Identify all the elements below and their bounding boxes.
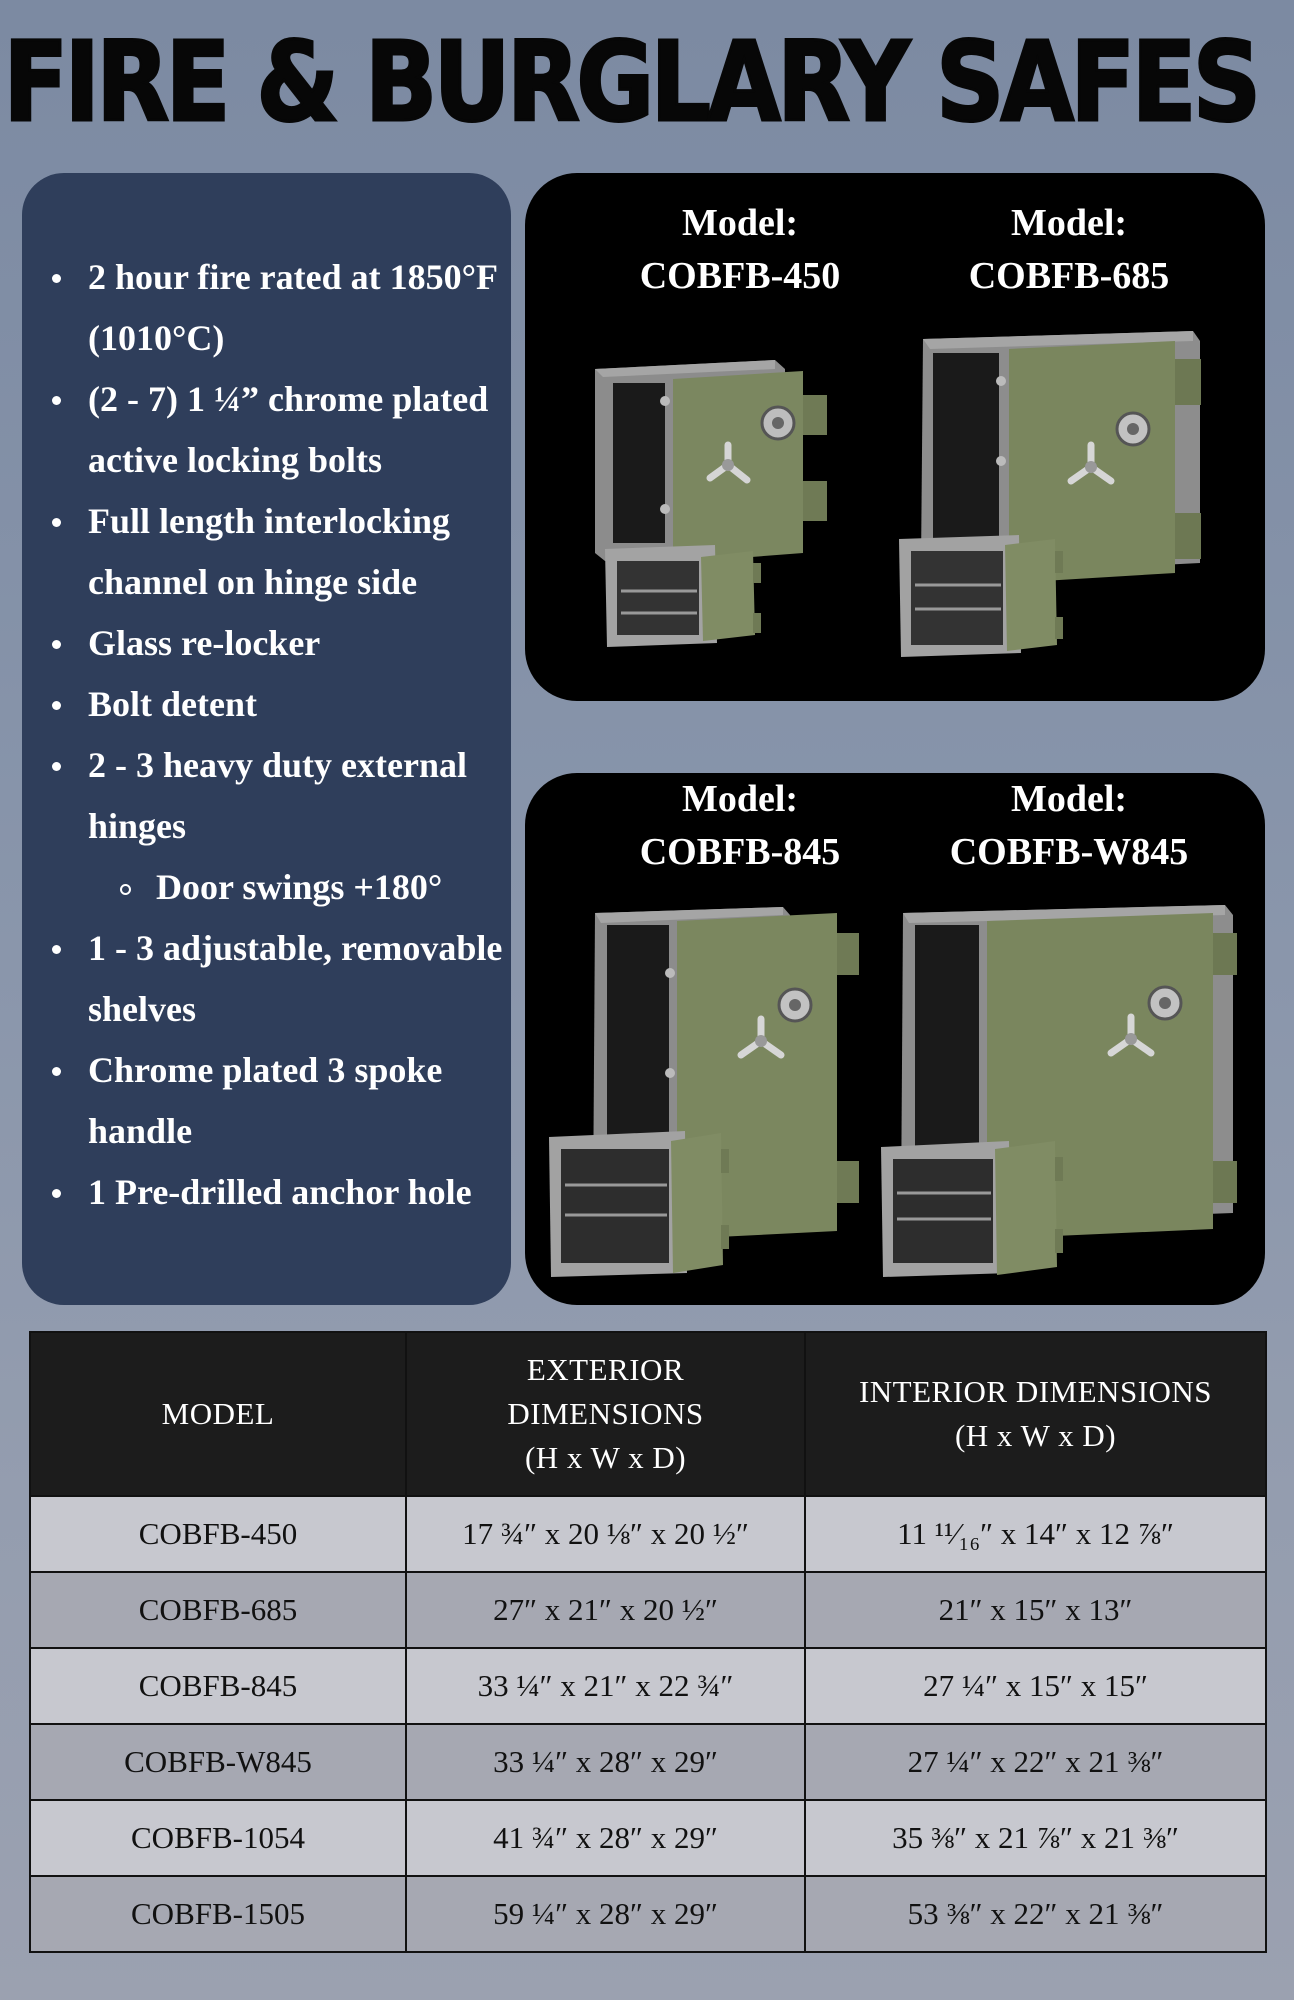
cell-model: COBFB-685 <box>29 1571 407 1649</box>
bullet-icon <box>52 762 61 771</box>
bullet-icon <box>52 274 61 283</box>
table-row: COBFB-1054 41 ¾″ x 28″ x 29″ 35 ⅜″ x 21 … <box>29 1799 1267 1877</box>
feature-item: 1 Pre-drilled anchor hole <box>22 1162 511 1223</box>
bullet-icon <box>52 396 61 405</box>
feature-item: 2 - 3 heavy duty external hinges <box>22 735 511 857</box>
cell-model: COBFB-845 <box>29 1647 407 1725</box>
page-title: FIRE & BURGLARY SAFES <box>2 18 1262 146</box>
safe-cobfb-685-large <box>921 331 1201 583</box>
feature-item: 2 hour fire rated at 1850°F (1010°C) <box>22 247 511 369</box>
feature-item: Chrome plated 3 spoke handle <box>22 1040 511 1162</box>
header-exterior-dimensions: EXTERIOR DIMENSIONS (H x W x D) <box>405 1331 806 1497</box>
header-model: MODEL <box>29 1331 407 1497</box>
features-panel: 2 hour fire rated at 1850°F (1010°C) (2 … <box>22 173 511 1305</box>
model-label-cobfb-w845: Model: COBFB-W845 <box>949 778 1189 873</box>
cell-model: COBFB-450 <box>29 1495 407 1573</box>
cell-interior: 11 ¹¹⁄₁₆″ x 14″ x 12 ⅞″ <box>804 1495 1267 1573</box>
feature-item: Bolt detent <box>22 674 511 735</box>
bullet-icon <box>52 1189 61 1198</box>
model-label-cobfb-685: Model: COBFB-685 <box>968 202 1170 297</box>
header-interior-dimensions: INTERIOR DIMENSIONS (H x W x D) <box>804 1331 1267 1497</box>
safe-image-cobfb-450 <box>595 331 1201 657</box>
features-list: 2 hour fire rated at 1850°F (1010°C) (2 … <box>22 247 511 1223</box>
cell-model: COBFB-1505 <box>29 1875 407 1953</box>
feature-subitem: Door swings +180° <box>22 857 511 918</box>
product-panel-2: Model: COBFB-845 Model: COBFB-W845 <box>525 773 1265 1305</box>
cell-exterior: 33 ¼″ x 21″ x 22 ¾″ <box>405 1647 806 1725</box>
bullet-icon <box>52 945 61 954</box>
table-row: COBFB-450 17 ¾″ x 20 ⅛″ x 20 ½″ 11 ¹¹⁄₁₆… <box>29 1495 1267 1573</box>
hollow-bullet-icon <box>120 884 131 895</box>
safe-cobfb-450-large <box>595 360 827 563</box>
feature-item: (2 - 7) 1 ¼” chrome plated active lockin… <box>22 369 511 491</box>
safe-cobfb-845-small <box>549 1131 729 1277</box>
bullet-icon <box>52 518 61 527</box>
table-header-row: MODEL EXTERIOR DIMENSIONS (H x W x D) IN… <box>29 1331 1267 1497</box>
safe-cobfb-450-small <box>605 545 761 647</box>
product-panel-1: Model: COBFB-450 Model: COBFB-685 <box>525 173 1265 701</box>
safe-image-cobfb-845 <box>549 905 1237 1277</box>
bullet-icon <box>52 701 61 710</box>
cell-interior: 53 ⅜″ x 22″ x 21 ⅜″ <box>804 1875 1267 1953</box>
table-row: COBFB-W845 33 ¼″ x 28″ x 29″ 27 ¼″ x 22″… <box>29 1723 1267 1801</box>
cell-interior: 21″ x 15″ x 13″ <box>804 1571 1267 1649</box>
cell-exterior: 33 ¼″ x 28″ x 29″ <box>405 1723 806 1801</box>
table-row: COBFB-1505 59 ¼″ x 28″ x 29″ 53 ⅜″ x 22″… <box>29 1875 1267 1953</box>
table-row: COBFB-685 27″ x 21″ x 20 ½″ 21″ x 15″ x … <box>29 1571 1267 1649</box>
cell-interior: 27 ¼″ x 15″ x 15″ <box>804 1647 1267 1725</box>
dimensions-table: MODEL EXTERIOR DIMENSIONS (H x W x D) IN… <box>29 1331 1267 1953</box>
cell-model: COBFB-1054 <box>29 1799 407 1877</box>
model-label-cobfb-450: Model: COBFB-450 <box>639 202 841 297</box>
cell-exterior: 59 ¼″ x 28″ x 29″ <box>405 1875 806 1953</box>
safe-cobfb-w845-small <box>881 1141 1063 1277</box>
cell-exterior: 17 ¾″ x 20 ⅛″ x 20 ½″ <box>405 1495 806 1573</box>
cell-exterior: 41 ¾″ x 28″ x 29″ <box>405 1799 806 1877</box>
safe-cobfb-685-small <box>899 535 1063 657</box>
bullet-icon <box>52 1067 61 1076</box>
bullet-icon <box>52 640 61 649</box>
cell-model: COBFB-W845 <box>29 1723 407 1801</box>
feature-item: Glass re-locker <box>22 613 511 674</box>
cell-interior: 27 ¼″ x 22″ x 21 ⅜″ <box>804 1723 1267 1801</box>
cell-interior: 35 ⅜″ x 21 ⅞″ x 21 ⅜″ <box>804 1799 1267 1877</box>
feature-item: Full length interlocking channel on hing… <box>22 491 511 613</box>
table-row: COBFB-845 33 ¼″ x 21″ x 22 ¾″ 27 ¼″ x 15… <box>29 1647 1267 1725</box>
model-label-cobfb-845: Model: COBFB-845 <box>639 778 841 873</box>
feature-item: 1 - 3 adjustable, removable shelves <box>22 918 511 1040</box>
cell-exterior: 27″ x 21″ x 20 ½″ <box>405 1571 806 1649</box>
